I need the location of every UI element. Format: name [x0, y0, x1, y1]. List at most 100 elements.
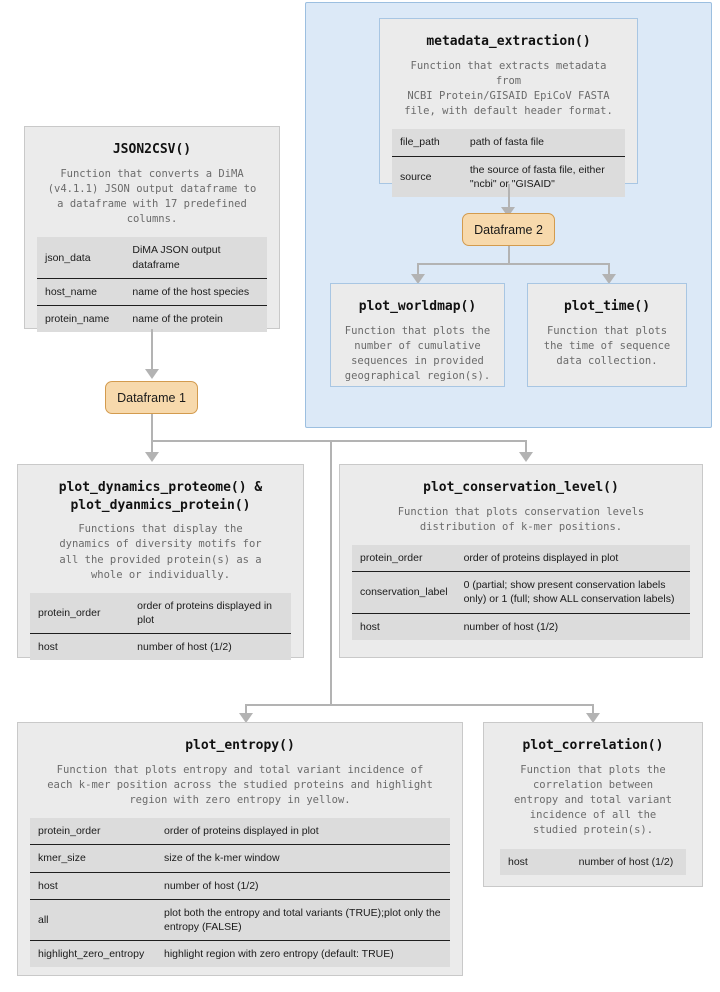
connector-line	[151, 329, 153, 373]
connector-line	[592, 704, 594, 717]
table-row: host number of host (1/2)	[30, 871, 450, 900]
param-name: host	[30, 871, 156, 900]
connector-arrow	[411, 274, 425, 284]
param-desc: order of proteins displayed in plot	[137, 599, 273, 627]
param-desc: size of the k-mer window	[156, 844, 450, 873]
card-plot-dynamics[interactable]: plot_dynamics_proteome() & plot_dyanmics…	[17, 464, 304, 661]
card-plot-correlation[interactable]: plot_correlation() Function that plots t…	[483, 722, 703, 887]
table-row: protein_order order of proteins displaye…	[352, 545, 690, 572]
param-desc: order of proteins displayed in plot	[463, 551, 619, 564]
param-name: kmer_size	[30, 844, 156, 873]
param-name: highlight_zero_entropy	[30, 940, 156, 968]
card-description: Function that converts a DiMA (v4.1.1) J…	[47, 167, 257, 226]
param-desc: path of fasta file	[469, 136, 545, 149]
param-name: source	[392, 155, 462, 197]
param-desc: name of the host species	[124, 277, 267, 306]
table-row: host_name name of the host species	[37, 277, 267, 306]
table-row: protein_order order of proteins displaye…	[30, 593, 291, 634]
table-row: file_path path of fasta file	[392, 129, 625, 156]
card-plot-conservation-level[interactable]: plot_conservation_level() Function that …	[339, 464, 703, 658]
connector-line	[525, 440, 527, 457]
card-description: Function that extracts metadata from NCB…	[404, 59, 613, 118]
card-description: Function that plots the number of cumula…	[344, 324, 491, 383]
card-title: metadata_extraction()	[426, 34, 591, 49]
connector-arrow	[501, 207, 515, 217]
card-title: plot_correlation()	[522, 738, 664, 753]
param-name: json_data	[45, 251, 91, 264]
card-title: plot_conservation_level()	[423, 480, 619, 495]
connector-line	[417, 263, 610, 265]
card-plot-entropy[interactable]: plot_entropy() Function that plots entro…	[17, 722, 463, 976]
param-desc: number of host (1/2)	[578, 855, 674, 868]
connector-line	[245, 704, 594, 706]
param-desc: the source of fasta file, either "ncbi" …	[461, 155, 625, 197]
connector-line	[508, 184, 510, 211]
node-dataframe-2[interactable]: Dataframe 2	[462, 213, 555, 246]
card-title: plot_dynamics_proteome() & plot_dyanmics…	[58, 480, 263, 513]
connector-arrow	[145, 369, 159, 379]
connector-line	[608, 263, 610, 278]
param-desc: name of the protein	[124, 304, 267, 333]
param-desc: number of host (1/2)	[129, 633, 291, 661]
table-row: highlight_zero_entropy highlight region …	[30, 940, 450, 968]
param-name: protein_order	[38, 825, 101, 838]
table-row: host number of host (1/2)	[30, 633, 291, 661]
param-name: file_path	[400, 136, 440, 149]
card-plot-worldmap[interactable]: plot_worldmap() Function that plots the …	[330, 283, 505, 387]
table-row: protein_name name of the protein	[37, 304, 267, 333]
card-metadata-extraction[interactable]: metadata_extraction() Function that extr…	[379, 18, 638, 197]
param-desc: DiMA JSON output dataframe	[132, 244, 221, 271]
param-name: host	[508, 855, 528, 868]
card-title: plot_time()	[563, 299, 651, 314]
connector-line	[508, 246, 510, 265]
connector-arrow	[239, 713, 253, 723]
param-desc: number of host (1/2)	[455, 612, 690, 640]
table-row: protein_order order of proteins displaye…	[30, 818, 450, 845]
card-title: plot_entropy()	[185, 738, 295, 753]
params-table: protein_order order of proteins displaye…	[30, 818, 450, 968]
connector-arrow	[519, 452, 533, 462]
param-name: protein_order	[38, 607, 101, 620]
params-table: protein_order order of proteins displaye…	[352, 544, 690, 640]
connector-arrow	[586, 713, 600, 723]
table-row: kmer_size size of the k-mer window	[30, 844, 450, 873]
table-row: host number of host (1/2)	[352, 612, 690, 640]
card-description: Function that plots the time of sequence…	[543, 324, 671, 367]
connector-line	[417, 263, 419, 278]
node-dataframe-1[interactable]: Dataframe 1	[105, 381, 198, 414]
table-row: source the source of fasta file, either …	[392, 155, 625, 197]
param-name: host_name	[37, 277, 125, 306]
connector-line	[330, 440, 332, 706]
param-name: conservation_label	[352, 571, 456, 613]
params-table: json_data DiMA JSON output dataframe hos…	[37, 237, 267, 333]
card-title: plot_worldmap()	[358, 299, 477, 314]
param-name: protein_order	[360, 551, 423, 564]
params-table: file_path path of fasta file source the …	[392, 129, 625, 197]
table-row: conservation_label 0 (partial; show pres…	[352, 571, 690, 613]
param-desc: plot both the entropy and total variants…	[156, 898, 450, 941]
card-json2csv[interactable]: JSON2CSV() Function that converts a DiMA…	[24, 126, 280, 333]
node-label: Dataframe 2	[474, 222, 543, 237]
node-label: Dataframe 1	[117, 390, 186, 405]
param-desc: 0 (partial; show present conservation la…	[455, 571, 690, 613]
param-name: host	[30, 633, 130, 661]
connector-arrow	[602, 274, 616, 284]
connector-line	[151, 440, 527, 442]
param-desc: number of host (1/2)	[156, 871, 450, 900]
params-table: host number of host (1/2)	[500, 848, 686, 875]
card-description: Function that plots conservation levels …	[397, 505, 645, 533]
param-desc: highlight region with zero entropy (defa…	[156, 940, 450, 968]
card-plot-time[interactable]: plot_time() Function that plots the time…	[527, 283, 687, 387]
params-table: protein_order order of proteins displaye…	[30, 592, 291, 661]
card-description: Functions that display the dynamics of d…	[59, 523, 262, 581]
card-description: Function that plots entropy and total va…	[47, 763, 433, 806]
param-desc: order of proteins displayed in plot	[164, 825, 319, 838]
card-description: Function that plots the correlation betw…	[513, 763, 673, 837]
connector-line	[151, 414, 153, 456]
connector-arrow	[145, 452, 159, 462]
param-name: all	[30, 898, 156, 941]
param-name: protein_name	[37, 304, 125, 333]
card-title: JSON2CSV()	[112, 142, 192, 157]
table-row: json_data DiMA JSON output dataframe	[37, 237, 267, 278]
